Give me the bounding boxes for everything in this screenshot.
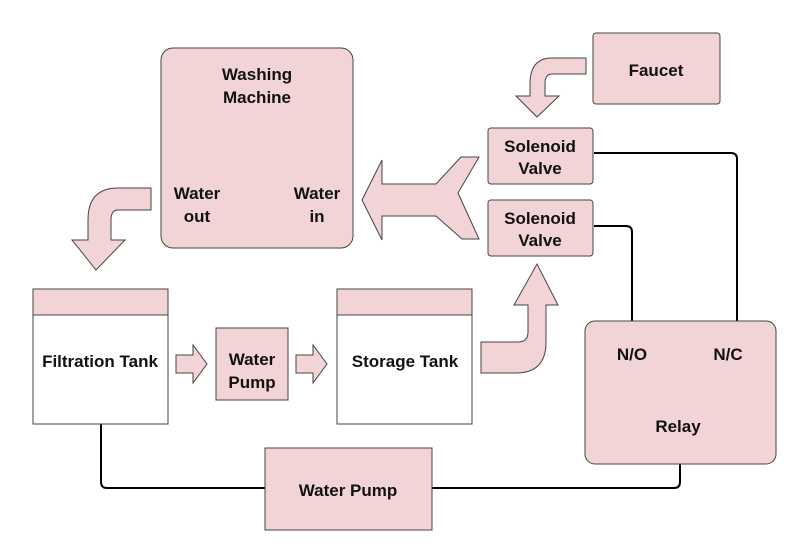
solenoid-valve-top-line2: Valve bbox=[518, 159, 562, 178]
water-pump-middle-line1: Water bbox=[229, 350, 276, 369]
filtration-tank-label: Filtration Tank bbox=[42, 352, 158, 371]
washing-machine-block bbox=[160, 47, 354, 249]
storage-tank-lid bbox=[336, 288, 473, 316]
relay-title: Relay bbox=[655, 417, 701, 436]
faucet-to-valve-arrow bbox=[514, 57, 587, 118]
water-pump-bottom-block bbox=[264, 447, 433, 531]
filtration-to-pump-arrow bbox=[175, 343, 208, 385]
wire-filtration-to-pump bbox=[100, 424, 265, 489]
water-in-label-line2: in bbox=[309, 207, 324, 226]
washing-machine-title-line2: Machine bbox=[223, 88, 291, 107]
solenoid-valve-top-line1: Solenoid bbox=[504, 137, 576, 156]
water-out-label-line2: out bbox=[184, 207, 211, 226]
solenoid-valve-bottom-line1: Solenoid bbox=[504, 209, 576, 228]
wire-valve-bottom-to-relay-no bbox=[594, 225, 633, 321]
filtration-tank-lid bbox=[32, 288, 169, 316]
relay-block bbox=[584, 320, 777, 465]
water-pump-bottom-label: Water Pump bbox=[299, 481, 398, 500]
faucet-block bbox=[592, 32, 721, 105]
water-pump-middle-line2: Pump bbox=[228, 373, 275, 392]
solenoid-valve-bottom-line2: Valve bbox=[518, 231, 562, 250]
relay-nc-label: N/C bbox=[713, 345, 742, 364]
washing-machine-title-line1: Washing bbox=[222, 65, 292, 84]
wire-valve-top-to-relay-nc bbox=[594, 152, 738, 321]
valves-to-washer-arrow bbox=[361, 156, 480, 241]
wire-pump-to-relay bbox=[432, 464, 681, 489]
storage-tank-label: Storage Tank bbox=[352, 352, 459, 371]
solenoid-valve-top-block bbox=[487, 127, 594, 185]
water-pump-middle-block bbox=[215, 327, 289, 401]
storage-to-valve-arrow bbox=[480, 262, 559, 374]
relay-no-label: N/O bbox=[617, 345, 647, 364]
water-in-label-line1: Water bbox=[294, 184, 341, 203]
solenoid-valve-bottom-block bbox=[487, 199, 594, 257]
washer-to-filtration-arrow bbox=[70, 187, 152, 271]
water-out-label-line1: Water bbox=[174, 184, 221, 203]
pump-to-storage-arrow bbox=[295, 343, 328, 385]
faucet-label: Faucet bbox=[629, 61, 684, 80]
